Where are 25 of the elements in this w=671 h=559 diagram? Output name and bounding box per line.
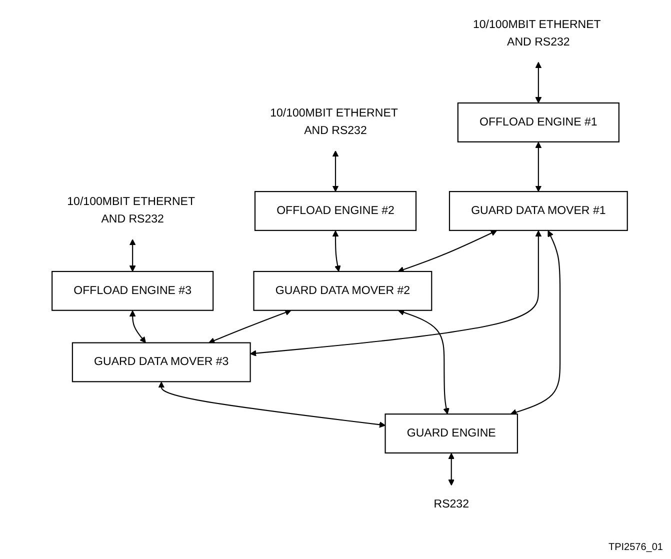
arrow (332, 150, 339, 192)
arrow (535, 142, 542, 192)
arrow (448, 452, 455, 486)
arrow (129, 239, 136, 272)
arrow (158, 382, 386, 428)
figure-number: TPI2576_01 (608, 542, 663, 553)
node-text: RS232 (434, 498, 469, 511)
node-text: 10/100MBIT ETHERNET AND RS232 (270, 107, 398, 137)
arrow (332, 230, 341, 272)
node-text: 10/100MBIT ETHERNET AND RS232 (67, 196, 195, 226)
arrow (510, 230, 561, 416)
arrow (398, 230, 498, 273)
arrow (129, 310, 146, 344)
arrow (535, 62, 542, 104)
node-box: GUARD DATA MOVER #1 (448, 191, 628, 231)
node-box: OFFLOAD ENGINE #2 (254, 191, 417, 231)
arrow (398, 309, 450, 414)
arrow (208, 310, 292, 344)
node-box: OFFLOAD ENGINE #1 (457, 102, 620, 142)
node-box: GUARD DATA MOVER #2 (253, 270, 432, 311)
node-text: 10/100MBIT ETHERNET AND RS232 (472, 18, 601, 48)
node-box: GUARD ENGINE (384, 414, 518, 454)
node-box: OFFLOAD ENGINE #3 (52, 270, 214, 311)
node-box: GUARD DATA MOVER #3 (72, 342, 251, 382)
arrow (250, 230, 542, 356)
